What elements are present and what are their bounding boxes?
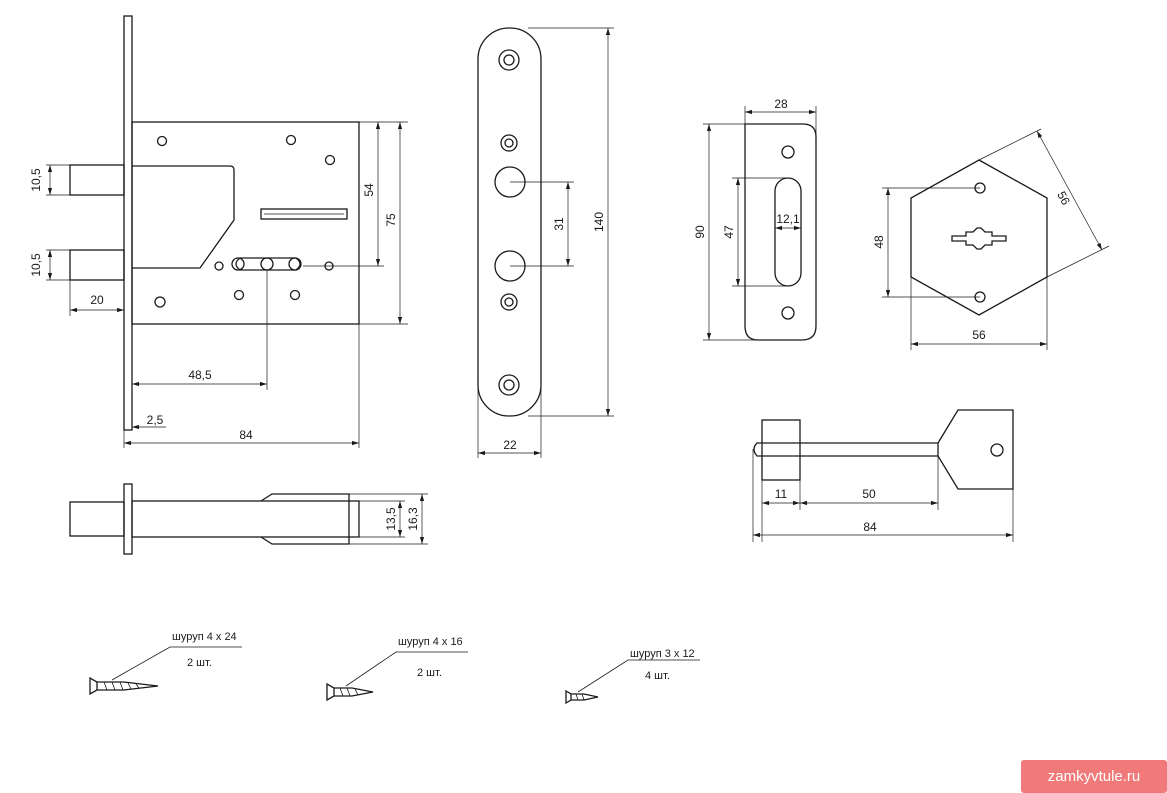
screw-hole bbox=[154, 296, 166, 308]
screw-icon bbox=[326, 682, 335, 702]
dim-body-height: 75 bbox=[384, 213, 398, 227]
key-bow bbox=[937, 409, 1014, 490]
bolt-side bbox=[69, 501, 125, 537]
key-shank bbox=[753, 442, 938, 457]
dim-escutcheon-diagonal: 56 bbox=[1054, 189, 1073, 208]
dim-bolt-top: 10,5 bbox=[29, 168, 43, 192]
key-bit bbox=[761, 419, 801, 481]
dim-center-distance: 31 bbox=[552, 217, 566, 231]
case-side bbox=[131, 500, 360, 538]
faceplate-view: 140 31 22 bbox=[477, 27, 614, 458]
strike-plate-view: 28 90 47 12,1 bbox=[693, 97, 817, 341]
lock-front-view: 10,5 10,5 20 48,5 2,5 84 bbox=[29, 15, 408, 448]
latch-bolt-top bbox=[69, 164, 125, 196]
key-view: 11 50 84 bbox=[752, 409, 1014, 542]
dim-spindle-height: 54 bbox=[362, 183, 376, 197]
faceplate-edge bbox=[123, 15, 133, 431]
screw-hole bbox=[233, 289, 245, 301]
screw-hole bbox=[285, 134, 297, 146]
screw-hole bbox=[156, 135, 168, 147]
dim-strike-width: 28 bbox=[774, 97, 788, 111]
dim-slot-height: 47 bbox=[722, 225, 736, 239]
dim-outer-thickness: 16,3 bbox=[406, 507, 420, 531]
bolt-mechanism-outline bbox=[132, 165, 235, 269]
strike-plate-outline bbox=[744, 123, 817, 341]
keyhole-icon bbox=[951, 227, 1007, 250]
screw-3-qty: 4 шт. bbox=[645, 670, 670, 682]
screw-1-qty: 2 шт. bbox=[187, 657, 212, 669]
screw-2-label: шуруп 4 х 16 bbox=[398, 636, 463, 648]
lock-dimensions: 10,5 10,5 20 48,5 2,5 84 bbox=[29, 121, 408, 448]
dim-body-width: 84 bbox=[239, 428, 253, 442]
screw-hole bbox=[214, 261, 224, 271]
faceplate-side bbox=[123, 483, 133, 555]
dim-hole-distance: 48 bbox=[872, 235, 886, 249]
screw-icon bbox=[89, 676, 98, 696]
dim-faceplate-thickness: 2,5 bbox=[147, 413, 164, 427]
dim-faceplate-width: 22 bbox=[503, 438, 517, 452]
escutcheon-view: 48 56 56 bbox=[872, 128, 1110, 350]
dim-key-total: 84 bbox=[863, 520, 877, 534]
screw-2: шуруп 4 х 16 2 шт. bbox=[326, 636, 468, 702]
screw-hole bbox=[324, 154, 336, 166]
watermark: zamkyvtule.ru bbox=[1021, 760, 1167, 793]
faceplate-outline bbox=[477, 27, 542, 417]
lock-case bbox=[131, 121, 360, 325]
screw-3: шуруп 3 х 12 4 шт. bbox=[565, 648, 700, 705]
latch-bolt-bottom bbox=[69, 249, 125, 281]
screw-icon bbox=[565, 689, 572, 705]
dim-bolt-bottom: 10,5 bbox=[29, 253, 43, 277]
screw-3-label: шуруп 3 х 12 bbox=[630, 648, 695, 660]
dim-strike-height: 90 bbox=[693, 225, 707, 239]
case-cover-side bbox=[260, 493, 350, 545]
screw-1: шуруп 4 х 24 2 шт. bbox=[89, 631, 242, 696]
dim-key-shank: 50 bbox=[862, 487, 876, 501]
dim-slot-width: 12,1 bbox=[776, 212, 800, 226]
screw-2-qty: 2 шт. bbox=[417, 667, 442, 679]
dim-key-tip: 11 bbox=[775, 487, 788, 501]
dim-backset: 48,5 bbox=[188, 368, 212, 382]
dim-inner-thickness: 13,5 bbox=[384, 507, 398, 531]
cam-slot bbox=[260, 208, 348, 220]
dim-faceplate-height: 140 bbox=[592, 212, 606, 232]
watermark-text: zamkyvtule.ru bbox=[1048, 768, 1141, 785]
screw-hole bbox=[289, 289, 301, 301]
screw-1-label: шуруп 4 х 24 bbox=[172, 631, 237, 643]
dim-escutcheon-width: 56 bbox=[972, 328, 986, 342]
dim-bolt-throw: 20 bbox=[90, 293, 104, 307]
lock-side-view: 13,5 16,3 bbox=[69, 483, 428, 555]
strike-slot bbox=[774, 177, 802, 287]
